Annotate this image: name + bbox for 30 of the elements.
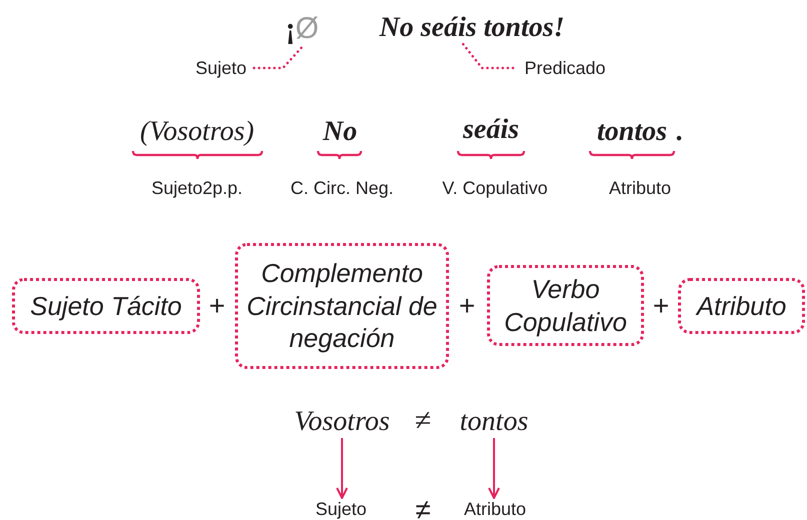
dotted-box: Sujeto Tácito <box>12 278 200 334</box>
word-text: Vosotros <box>286 404 398 438</box>
leader-label: Predicado <box>513 57 617 79</box>
function-label: C. Circ. Neg. <box>290 177 394 200</box>
dotted-box: Atributo <box>678 278 805 334</box>
leader-line <box>462 42 514 70</box>
not-equal-sign: ≠ <box>414 403 432 439</box>
function-label: Sujeto2p.p. <box>151 177 243 200</box>
plus-sign: + <box>458 289 476 323</box>
dotted-box: Verbo Copulativo <box>487 265 644 346</box>
word-text: tontos <box>452 404 536 438</box>
function-label: Atributo <box>449 498 541 520</box>
leader-label: Sujeto <box>188 57 254 79</box>
function-label: Sujeto <box>305 498 377 520</box>
word-text: tontos <box>596 115 668 149</box>
plus-sign: + <box>652 289 670 323</box>
arrow <box>488 438 500 499</box>
not-equal-sign: ≠ <box>415 493 431 520</box>
arrow <box>336 438 348 499</box>
leader-line <box>252 44 304 70</box>
word-text: (Vosotros) <box>140 115 254 149</box>
period-text: . <box>676 115 682 149</box>
plus-sign: + <box>208 289 226 323</box>
function-label: V. Copulativo <box>442 177 548 200</box>
sentence-text: ¡Ø <box>282 12 322 46</box>
word-text: seáis <box>463 113 519 147</box>
function-label: Atributo <box>608 177 672 200</box>
sentence-text: No seáis tontos! <box>350 10 594 44</box>
word-text: No <box>322 115 358 149</box>
dotted-box: Complemento Circinstancial de negación <box>235 243 449 369</box>
